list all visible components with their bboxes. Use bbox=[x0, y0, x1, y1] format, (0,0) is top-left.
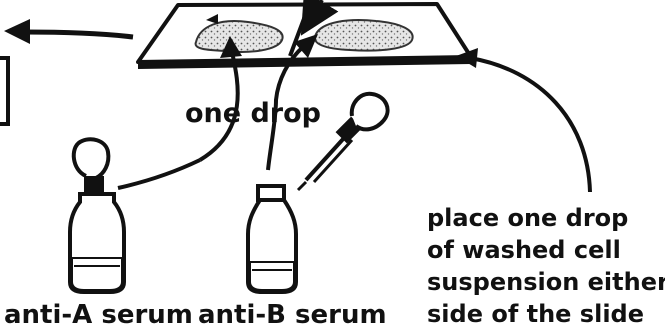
anti-b-serum-label: anti-B serum bbox=[198, 302, 387, 328]
instruction-line-3: suspension either bbox=[427, 266, 665, 298]
anti-b-bottle bbox=[248, 186, 296, 292]
glass-slide bbox=[138, 4, 471, 69]
anti-a-serum-label: anti-A serum bbox=[4, 302, 193, 328]
left-arrow bbox=[4, 19, 133, 44]
instruction-line-1: place one drop bbox=[427, 202, 665, 234]
right-drop-smear bbox=[315, 20, 413, 51]
cropped-box bbox=[0, 58, 8, 124]
drop-a-stream bbox=[118, 160, 200, 188]
arrow-instruction-to-slide bbox=[456, 48, 590, 192]
left-drop-smear bbox=[196, 21, 283, 52]
instruction-text: place one drop of washed cell suspension… bbox=[427, 202, 665, 330]
pipette-tip bbox=[298, 182, 306, 190]
anti-a-bottle bbox=[70, 139, 124, 292]
instruction-line-2: of washed cell bbox=[427, 234, 665, 266]
one-drop-label: one drop bbox=[185, 100, 321, 127]
instruction-line-4: side of the slide bbox=[427, 298, 665, 330]
